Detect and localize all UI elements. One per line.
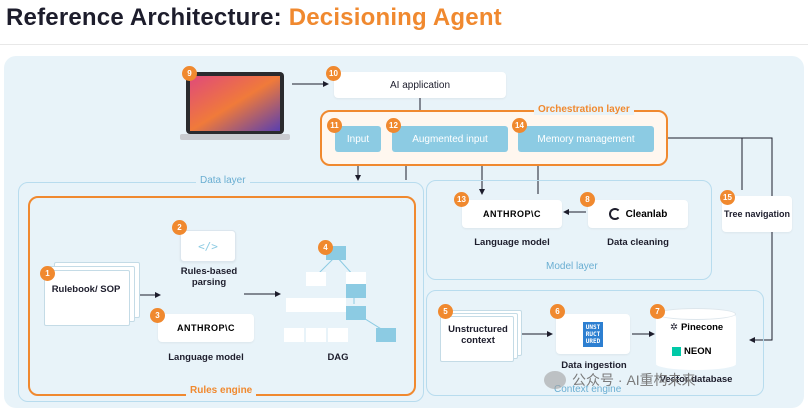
badge-12: 12 (386, 118, 401, 133)
context-engine-label: Context engine (550, 384, 626, 395)
anthropic-logo-rules: ANTHROP\C (158, 314, 254, 342)
badge-5: 5 (438, 304, 453, 319)
unstructured-context-stack (440, 310, 522, 362)
input-node: Input (335, 126, 381, 152)
rules-engine-label: Rules engine (186, 385, 257, 396)
dag-graph (284, 246, 396, 342)
ai-application-node: AI application (334, 72, 506, 98)
tree-navigation-node: Tree navigation (722, 196, 792, 232)
page-title: Reference Architecture: Decisioning Agen… (6, 4, 502, 31)
badge-2: 2 (172, 220, 187, 235)
badge-3: 3 (150, 308, 165, 323)
laptop-icon (180, 70, 290, 142)
vector-database-cylinder: ✲Pinecone NEON (656, 308, 736, 370)
badge-10: 10 (326, 66, 341, 81)
data-layer-label: Data layer (196, 175, 250, 186)
badge-9: 9 (182, 66, 197, 81)
model-language-model-label: Language model (474, 237, 550, 248)
badge-11: 11 (327, 118, 342, 133)
badge-6: 6 (550, 304, 565, 319)
orchestration-layer-label: Orchestration layer (534, 104, 634, 115)
code-icon: </> (180, 230, 236, 262)
context-engine-group (426, 290, 764, 396)
badge-14: 14 (512, 118, 527, 133)
watermark: 公众号 · AI重构未来 (544, 368, 804, 392)
rulebook-label: Rulebook/ SOP (51, 284, 121, 295)
badge-1: 1 (40, 266, 55, 281)
augmented-input-node: Augmented input (392, 126, 508, 152)
vector-database-label: Vector database (659, 374, 733, 385)
badge-13: 13 (454, 192, 469, 207)
model-layer-label: Model layer (542, 261, 602, 272)
badge-7: 7 (650, 304, 665, 319)
unstructured-context-label: Unstructured context (448, 324, 508, 346)
pinecone-icon: ✲Pinecone (670, 322, 724, 333)
rulebook-document-stack (44, 262, 140, 326)
badge-4: 4 (318, 240, 333, 255)
data-cleaning-label: Data cleaning (607, 237, 669, 248)
unstructured-logo: UNST RUCT URED (556, 314, 630, 354)
memory-management-node: Memory management (518, 126, 654, 152)
dag-label: DAG (327, 352, 349, 363)
badge-8: 8 (580, 192, 595, 207)
title-divider (0, 44, 808, 45)
model-layer-group (426, 180, 712, 280)
wechat-icon (544, 371, 566, 389)
rules-language-model-label: Language model (168, 352, 244, 363)
anthropic-logo-model: ANTHROP\C (462, 200, 562, 228)
ai-application-label: AI application (389, 79, 451, 91)
cleanlab-icon: Cleanlab (588, 200, 688, 228)
rules-parsing-label: Rules-based parsing (180, 266, 238, 288)
neon-icon: NEON (672, 346, 711, 357)
data-ingestion-label: Data ingestion (561, 360, 627, 371)
badge-15: 15 (720, 190, 735, 205)
